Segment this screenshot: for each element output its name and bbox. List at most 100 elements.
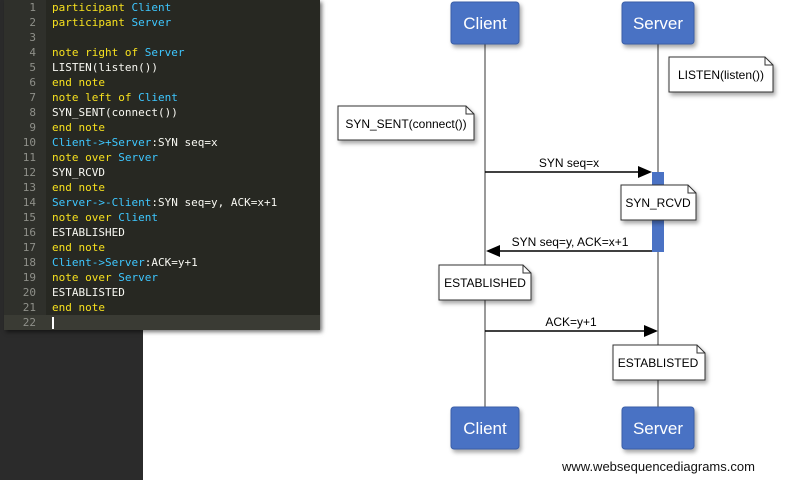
code-token: note over xyxy=(52,271,119,284)
code-line[interactable]: 11 note over Server xyxy=(4,150,320,165)
code-token: participant xyxy=(52,16,132,29)
line-number: 12 xyxy=(22,166,36,179)
line-number-gutter xyxy=(4,0,46,330)
code-line[interactable]: 17 end note xyxy=(4,240,320,255)
participant-client-top[interactable] xyxy=(450,1,520,45)
code-line[interactable]: 8 SYN_SENT(connect()) xyxy=(4,105,320,120)
code-line[interactable]: 22 xyxy=(4,315,320,330)
code-token: Client xyxy=(118,211,158,224)
code-token: ESTABLISTED xyxy=(52,286,125,299)
note-established-text: ESTABLISHED xyxy=(444,276,526,290)
code-token: Server xyxy=(118,271,158,284)
code-line[interactable]: 9 end note xyxy=(4,120,320,135)
code-token: note over xyxy=(52,151,119,164)
code-token: :SYN seq=y, ACK=x+1 xyxy=(151,196,278,209)
participant-client-top-label: Client xyxy=(463,14,507,33)
code-line[interactable]: 18 Client->Server:ACK=y+1 xyxy=(4,255,320,270)
line-code: SYN_SENT(connect()) xyxy=(52,105,178,120)
line-code: ESTABLISHED xyxy=(52,225,125,240)
line-code: note left of Client xyxy=(52,90,178,105)
code-token: Client xyxy=(138,91,178,104)
code-token: end note xyxy=(52,121,105,134)
line-number: 11 xyxy=(22,151,36,164)
line-number: 5 xyxy=(29,61,36,74)
line-number: 6 xyxy=(29,76,36,89)
message-syn-ack-label: SYN seq=y, ACK=x+1 xyxy=(512,235,629,249)
code-token: Client xyxy=(131,1,172,14)
line-code: end note xyxy=(52,120,105,135)
line-code: note right of Server xyxy=(52,45,184,60)
note-listen xyxy=(668,56,774,93)
code-token: note left of xyxy=(52,91,139,104)
line-number: 13 xyxy=(22,181,36,194)
code-line[interactable]: 15 note over Client xyxy=(4,210,320,225)
code-token: -> xyxy=(91,256,105,269)
code-token: Server xyxy=(144,46,185,59)
line-code: ESTABLISTED xyxy=(52,285,125,300)
code-token: end note xyxy=(52,181,105,194)
participant-server-bottom[interactable] xyxy=(621,406,695,450)
code-token: SYN_RCVD xyxy=(52,166,105,179)
code-token: :SYN seq=x xyxy=(151,136,218,149)
text-cursor xyxy=(52,317,54,329)
line-code: Client->Server:ACK=y+1 xyxy=(52,255,198,270)
code-token: end note xyxy=(52,301,105,314)
participant-server-top[interactable] xyxy=(621,1,695,45)
note-syn-sent xyxy=(337,105,475,141)
code-line[interactable]: 5 LISTEN(listen()) xyxy=(4,60,320,75)
line-number: 17 xyxy=(22,241,36,254)
line-code: note over Server xyxy=(52,270,158,285)
line-number: 22 xyxy=(22,316,36,329)
line-number: 18 xyxy=(22,256,36,269)
line-code: Client->+Server:SYN seq=x xyxy=(52,135,218,150)
message-syn-arrowhead xyxy=(638,166,652,178)
code-line[interactable]: 21 end note xyxy=(4,300,320,315)
line-number: 8 xyxy=(29,106,36,119)
line-number: 15 xyxy=(22,211,36,224)
line-code: note over Client xyxy=(52,210,158,225)
line-code: end note xyxy=(52,75,105,90)
code-token: Server xyxy=(131,16,172,29)
message-syn-ack-arrowhead xyxy=(486,245,500,257)
code-token: LISTEN(listen()) xyxy=(52,61,158,74)
watermark-link[interactable]: www.websequencediagrams.com xyxy=(562,459,755,474)
code-line[interactable]: 6 end note xyxy=(4,75,320,90)
code-line[interactable]: 3 xyxy=(4,30,320,45)
code-line[interactable]: 12 SYN_RCVD xyxy=(4,165,320,180)
participant-server-top-label: Server xyxy=(633,14,683,33)
participant-client-bottom[interactable] xyxy=(450,406,520,450)
line-code: end note xyxy=(52,240,105,255)
line-number: 21 xyxy=(22,301,36,314)
code-token: ->+ xyxy=(91,136,112,149)
line-code: participant Client xyxy=(52,0,171,15)
code-token: :ACK=y+1 xyxy=(144,256,198,269)
line-code: end note xyxy=(52,180,105,195)
note-listen-text: LISTEN(listen()) xyxy=(678,68,764,82)
code-token: end note xyxy=(52,76,105,89)
code-line[interactable]: 16 ESTABLISHED xyxy=(4,225,320,240)
line-code: LISTEN(listen()) xyxy=(52,60,158,75)
note-established xyxy=(438,264,532,301)
code-token: Client xyxy=(52,256,92,269)
participant-client-bottom-label: Client xyxy=(463,419,507,438)
code-token: Server xyxy=(111,136,152,149)
line-number: 2 xyxy=(29,16,36,29)
line-code: end note xyxy=(52,300,105,315)
code-token: ->- xyxy=(91,196,112,209)
note-syn-rcvd-text: SYN_RCVD xyxy=(625,196,691,210)
code-line[interactable]: 13 end note xyxy=(4,180,320,195)
line-number: 14 xyxy=(22,196,36,209)
code-token: Server xyxy=(118,151,158,164)
line-number: 9 xyxy=(29,121,36,134)
line-number: 3 xyxy=(29,31,36,44)
line-number: 16 xyxy=(22,226,36,239)
code-line[interactable]: 2 participant Server xyxy=(4,15,320,30)
